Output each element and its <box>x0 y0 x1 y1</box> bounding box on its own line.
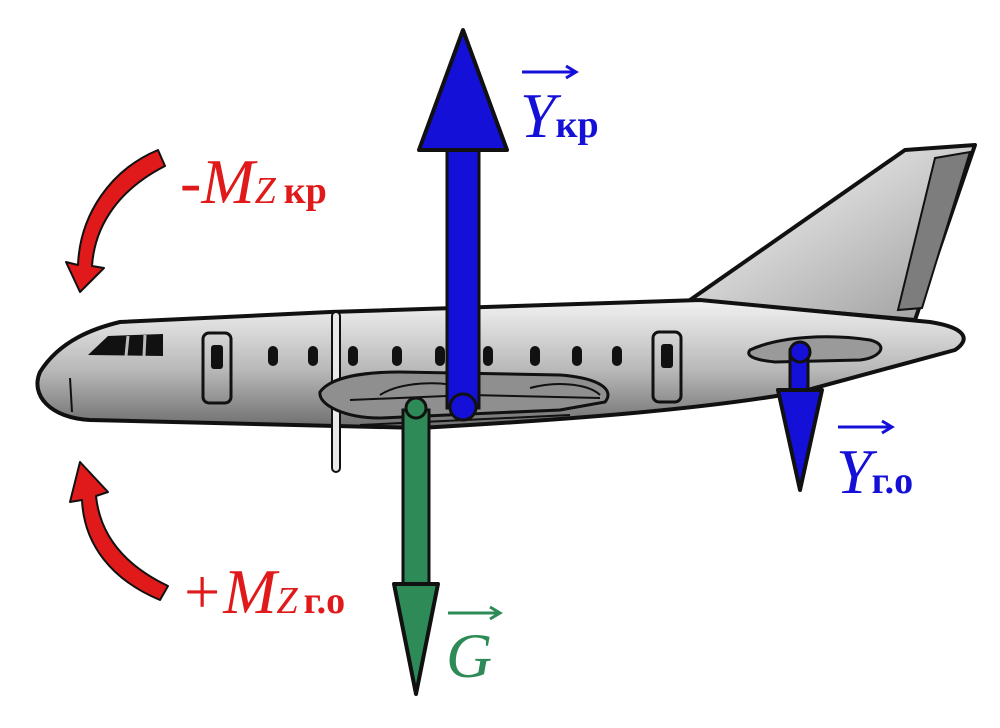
label-y-go-symbol: Y <box>836 436 872 507</box>
label-m-go-subscript: г.о <box>303 580 346 622</box>
wing-lift-arrow <box>417 28 509 422</box>
gravity-arrow <box>392 396 440 696</box>
label-y-go-subscript: г.о <box>871 460 914 502</box>
front-door <box>201 331 233 405</box>
horizontal-stabilizer <box>747 335 883 364</box>
cabin-windows <box>268 346 622 366</box>
label-m-go-sign: + <box>180 556 224 627</box>
tail-lift-arrow <box>776 340 824 492</box>
label-y-kr: Yкр <box>520 84 599 148</box>
label-m-kr-axis: Z <box>254 170 276 212</box>
vector-marks <box>448 64 895 621</box>
label-m-kr-subscript: кр <box>283 170 327 212</box>
airplane <box>35 143 977 473</box>
moment-arrow-nose-up <box>69 461 169 601</box>
label-g: G <box>446 624 492 688</box>
label-m-go-symbol: M <box>223 556 277 627</box>
label-y-kr-subscript: кр <box>555 104 599 146</box>
label-m-go-axis: Z <box>276 580 298 622</box>
rudder <box>896 150 972 312</box>
label-y-kr-symbol: Y <box>520 80 556 151</box>
fuselage <box>35 298 966 430</box>
label-y-go: Yг.о <box>836 440 913 504</box>
moment-arrow-nose-down <box>65 149 166 293</box>
label-m-kr-sign: - <box>180 146 202 217</box>
label-g-symbol: G <box>446 620 493 691</box>
label-m-kr-symbol: M <box>201 146 255 217</box>
rear-door <box>651 330 683 404</box>
